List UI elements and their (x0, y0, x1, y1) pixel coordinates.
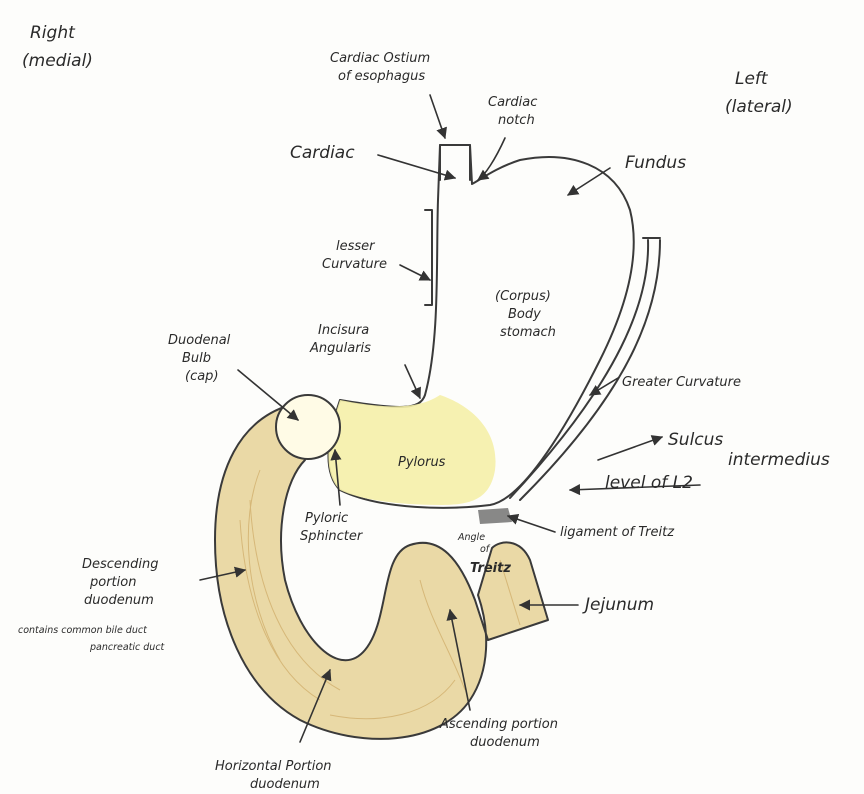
label-incisura-2: Angularis (309, 341, 371, 356)
label-lesser-curvature-1: lesser (336, 239, 376, 254)
label-lesser-curvature-2: Curvature (322, 257, 387, 272)
label-pylorus: Pylorus (398, 455, 446, 470)
label-cardiac-notch-1: Cardiac (488, 95, 537, 110)
label-cardiac: Cardiac (290, 143, 355, 163)
label-sulcus: Sulcus (668, 430, 723, 450)
label-fundus: Fundus (625, 153, 686, 173)
label-ligament-treitz: ligament of Treitz (560, 525, 675, 540)
label-duodenal-bulb-2: Bulb (182, 351, 211, 366)
label-intermedius: intermedius (728, 450, 830, 470)
greater-curvature-line (510, 240, 648, 498)
label-corpus: (Corpus) (495, 289, 551, 304)
label-horizontal-2: duodenum (250, 777, 320, 792)
label-cardiac-ostium-2: of esophagus (338, 69, 425, 84)
label-pyloric-1: Pyloric (305, 511, 348, 526)
label-medial: (medial) (22, 51, 93, 71)
label-greater-curvature: Greater Curvature (622, 375, 741, 390)
label-horizontal-1: Horizontal Portion (215, 759, 332, 774)
label-right: Right (30, 23, 76, 43)
label-descending-3: duodenum (84, 593, 154, 608)
ligament-of-treitz-patch (478, 508, 512, 524)
label-left: Left (735, 69, 769, 89)
label-angle-1: Angle (457, 532, 485, 543)
pylorus-region (328, 395, 495, 505)
label-pyloric-2: Sphincter (300, 529, 364, 544)
label-body: Body (508, 307, 541, 322)
label-ascending-2: duodenum (470, 735, 540, 750)
label-duodenal-bulb-3: (cap) (185, 369, 219, 384)
label-lateral: (lateral) (725, 97, 793, 117)
label-cardiac-ostium-1: Cardiac Ostium (330, 51, 430, 66)
duodenal-bulb (276, 395, 340, 459)
label-incisura-1: Incisura (318, 323, 369, 338)
label-duodenal-bulb-1: Duodenal (168, 333, 231, 348)
label-angle-3: Treitz (470, 561, 511, 576)
label-papilla-1: contains common bile duct (18, 625, 148, 636)
label-cardiac-notch-2: notch (498, 113, 535, 128)
label-ascending-1: Ascending portion (439, 717, 558, 732)
label-descending-1: Descending (82, 557, 159, 572)
label-level-l2: level of L2 (605, 473, 693, 493)
lesser-curvature-bracket (425, 210, 432, 305)
label-papilla-2: pancreatic duct (89, 642, 166, 653)
label-descending-2: portion (89, 575, 136, 590)
label-jejunum: Jejunum (582, 595, 654, 615)
label-stomach: stomach (500, 325, 556, 340)
label-angle-2: of (480, 544, 491, 555)
